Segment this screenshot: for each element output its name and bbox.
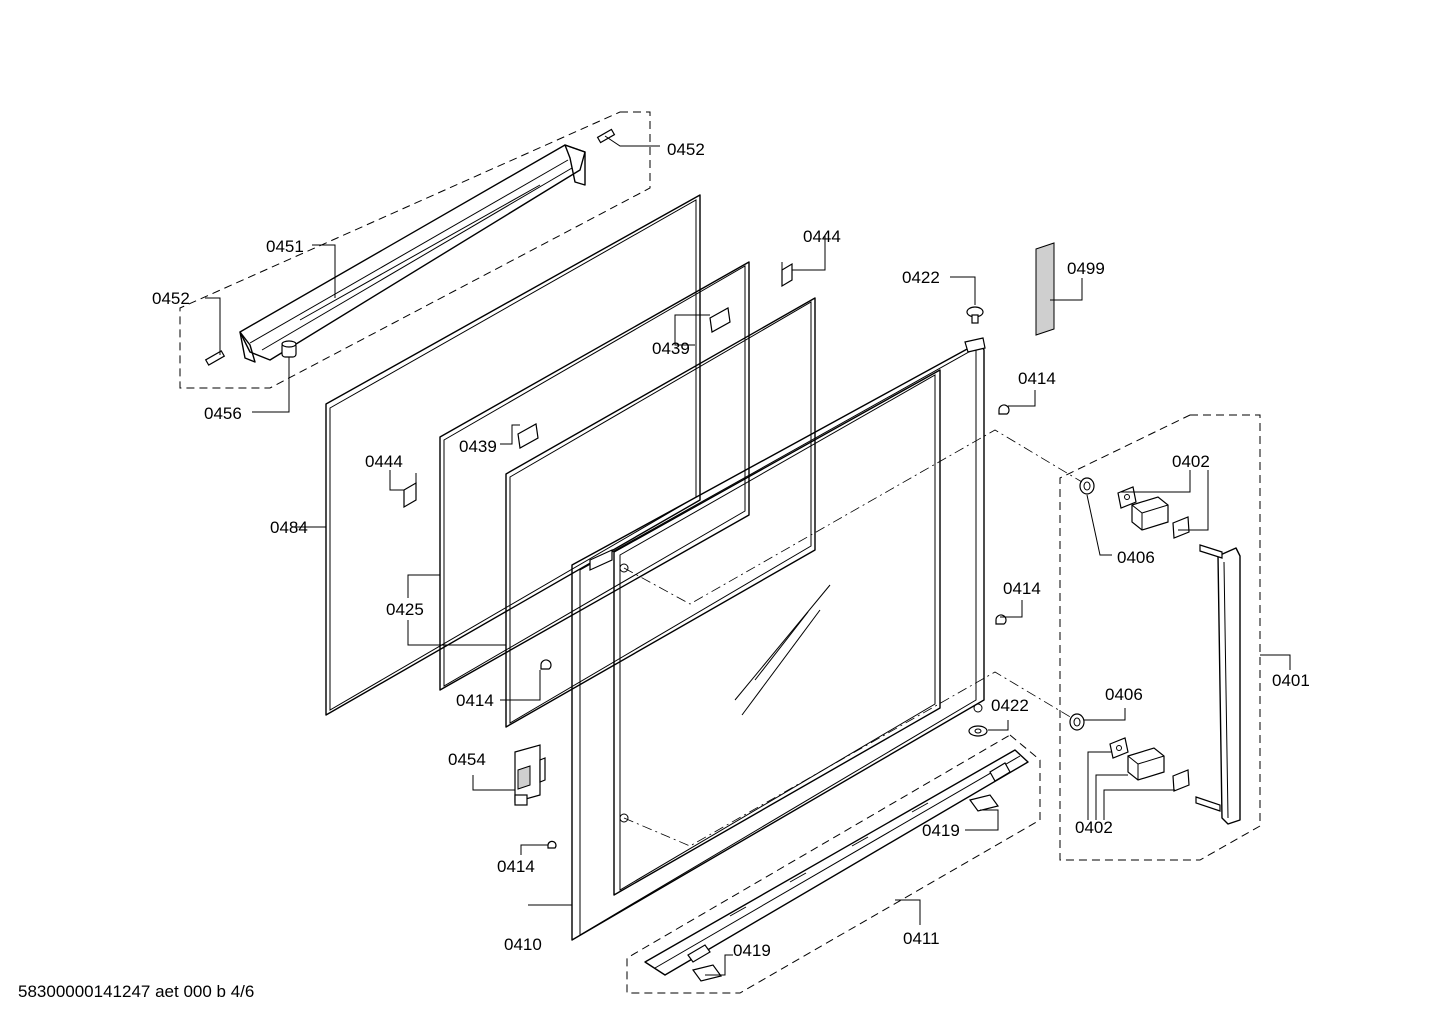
plate-0402-lower-b (1172, 769, 1190, 792)
door-frame-0410 (571, 337, 986, 941)
clip-0444-top (781, 262, 793, 288)
bumper-0414-mid (540, 659, 552, 670)
screw-0422-top (966, 306, 984, 324)
label-0414-mid: 0414 (456, 691, 494, 710)
clip-0419-lower (691, 964, 723, 982)
label-0402-lower: 0402 (1075, 818, 1113, 837)
label-0419-upper: 0419 (922, 821, 960, 840)
glass-pane-inner (505, 297, 816, 728)
label-0401: 0401 (1272, 671, 1310, 690)
top-trim-group-outline (179, 111, 651, 389)
label-0499: 0499 (1067, 259, 1105, 278)
bottom-strip-0411 (644, 749, 1029, 976)
label-0444-left: 0444 (365, 452, 403, 471)
glass-pane-0425 (439, 261, 750, 691)
pin-0452-right (596, 128, 616, 144)
top-trim-group (179, 111, 651, 389)
label-0439-lower: 0439 (459, 437, 497, 456)
bumper-0414-low (547, 840, 557, 849)
handle-bar (1195, 544, 1241, 825)
standoff-0406-lower (1069, 713, 1085, 731)
clip-0439-lower (517, 423, 539, 449)
block-0402-lower (1127, 747, 1165, 781)
label-0414-low: 0414 (497, 857, 535, 876)
label-0411: 0411 (903, 929, 940, 948)
pin-0452-left (204, 350, 226, 366)
label-0425: 0425 (386, 600, 424, 619)
standoff-0406-upper (1079, 477, 1095, 495)
assembly-centre-lines (623, 429, 1083, 847)
washer-0422-bottom (968, 725, 988, 737)
handle-group-outline (1059, 414, 1261, 861)
label-0451: 0451 (266, 237, 304, 256)
label-0414-mid-right: 0414 (1003, 579, 1041, 598)
bumper-0414-mid-right (995, 614, 1007, 625)
label-0439-upper: 0439 (652, 339, 690, 358)
plate-0402-upper-b (1172, 516, 1190, 539)
label-0484: 0484 (270, 518, 308, 537)
bottom-strip-group (626, 734, 1041, 994)
handle-group (1059, 414, 1261, 861)
plate-0402-lower-a (1109, 737, 1129, 759)
latch-0454 (514, 744, 546, 806)
bottom-strip-outline (626, 734, 1041, 994)
label-0419-lower: 0419 (733, 941, 771, 960)
block-0402-upper (1131, 496, 1169, 531)
part-labels: 0452 0451 0452 0456 0444 0422 0499 0439 … (152, 140, 1310, 960)
label-0406-upper: 0406 (1117, 548, 1155, 567)
label-0454: 0454 (448, 750, 486, 769)
label-0406-lower: 0406 (1105, 685, 1143, 704)
label-0410: 0410 (504, 935, 542, 954)
label-0414-upper: 0414 (1018, 369, 1056, 388)
bumper-0414-upper-right (998, 404, 1010, 415)
label-0422-top: 0422 (902, 268, 940, 287)
label-plate-0499 (1035, 242, 1055, 336)
drawing-footer: 58300000141247 aet 000 b 4/6 (18, 982, 254, 1001)
label-0422-bottom: 0422 (991, 696, 1029, 715)
label-0456: 0456 (204, 404, 242, 423)
clip-0419-upper (968, 794, 1000, 812)
leader-lines (205, 135, 1291, 976)
label-0444-top: 0444 (803, 227, 841, 246)
cap-0456 (281, 340, 297, 358)
label-0452-left: 0452 (152, 289, 190, 308)
clip-0439-upper (709, 307, 731, 333)
label-0402-upper: 0402 (1172, 452, 1210, 471)
label-0452-top: 0452 (667, 140, 705, 159)
clip-0444-left (403, 473, 417, 509)
